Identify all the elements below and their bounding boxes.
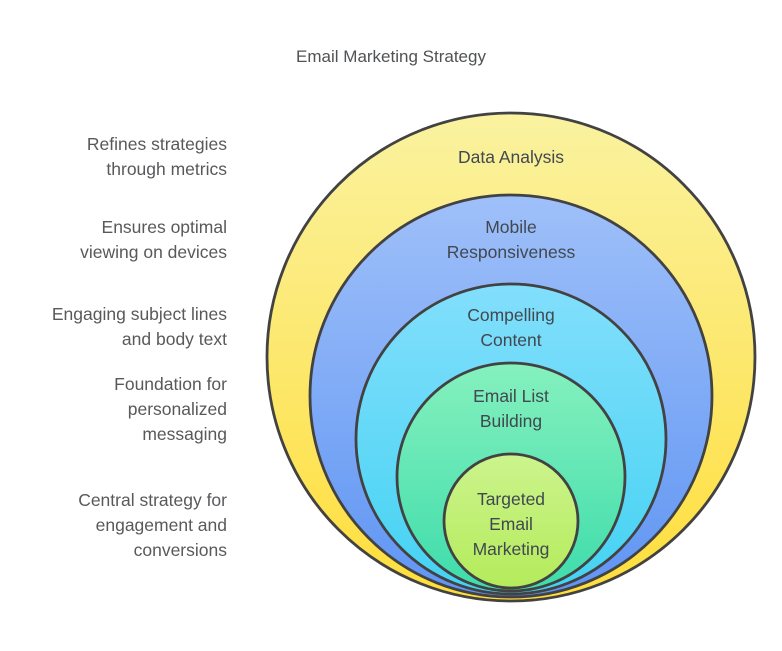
circle-label-targeted-email-marketing-line2: Email: [489, 514, 533, 534]
circle-label-data-analysis: Data Analysis: [458, 147, 564, 167]
side-label-line: conversions: [133, 540, 227, 560]
side-label-mobile-responsiveness: Ensures optimal viewing on devices: [0, 215, 227, 265]
circle-label-email-list-building-line2: Building: [480, 411, 542, 431]
circle-label-targeted-email-marketing-line1: Targeted: [477, 489, 545, 509]
side-label-line: Engaging subject lines: [51, 304, 227, 324]
side-label-compelling-content: Engaging subject lines and body text: [0, 302, 227, 352]
side-label-line: personalized: [127, 399, 227, 419]
side-label-line: engagement and: [95, 515, 227, 535]
side-label-line: Refines strategies: [86, 134, 227, 154]
circle-targeted-email-marketing: [442, 452, 580, 590]
circle-label-compelling-content-line1: Compelling: [467, 305, 555, 325]
circle-label-targeted-email-marketing-line3: Marketing: [473, 539, 550, 559]
side-label-line: Ensures optimal: [101, 217, 227, 237]
side-label-line: through metrics: [106, 159, 227, 179]
side-label-data-analysis: Refines strategies through metrics: [0, 132, 227, 182]
side-label-line: Foundation for: [114, 374, 227, 394]
diagram-title: Email Marketing Strategy: [296, 47, 486, 66]
circle-label-mobile-responsiveness-line2: Responsiveness: [447, 242, 576, 262]
side-label-email-list-building: Foundation for personalized messaging: [0, 372, 227, 447]
side-label-line: Central strategy for: [78, 490, 227, 510]
circle-label-mobile-responsiveness-line1: Mobile: [485, 217, 537, 237]
side-label-line: viewing on devices: [80, 242, 227, 262]
circle-label-compelling-content-line2: Content: [480, 330, 541, 350]
side-label-targeted-email-marketing: Central strategy for engagement and conv…: [0, 488, 227, 563]
side-label-line: messaging: [142, 424, 227, 444]
circle-label-email-list-building-line1: Email List: [473, 386, 549, 406]
side-label-line: and body text: [121, 329, 227, 349]
